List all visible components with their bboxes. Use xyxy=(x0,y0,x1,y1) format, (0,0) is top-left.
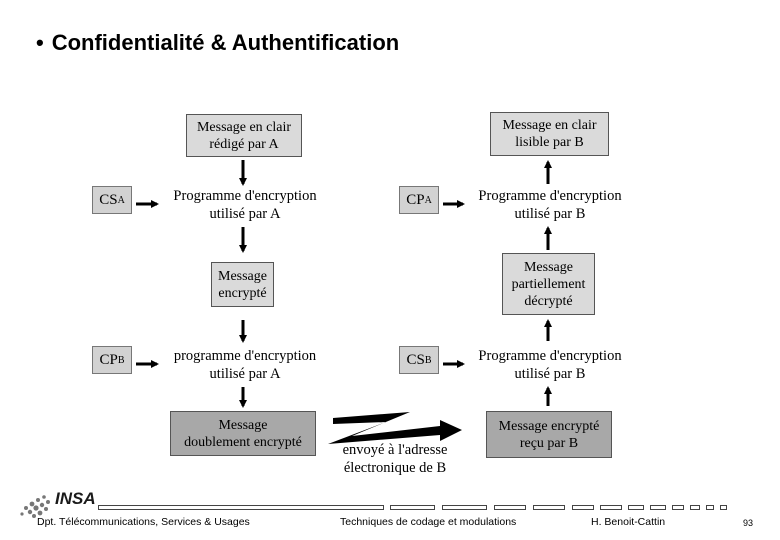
right-message-partiel-box: Message partiellement décrypté xyxy=(502,253,595,315)
left-program-2: programme d'encryption utilisé par A xyxy=(173,348,317,382)
left-program-1: Programme d'encryption utilisé par A xyxy=(173,188,317,222)
footer-bar-12 xyxy=(720,505,727,510)
footer-bar-6 xyxy=(600,505,622,510)
footer-bar-7 xyxy=(628,505,644,510)
footer-course: Techniques de codage et modulations xyxy=(340,516,517,528)
footer-bar-main xyxy=(98,505,384,510)
title-text: Confidentialité & Authentification xyxy=(51,30,400,55)
footer-bar-1 xyxy=(390,505,435,510)
footer-bar-2 xyxy=(442,505,487,510)
right-program-1: Programme d'encryption utilisé par B xyxy=(478,188,622,222)
footer-bar-3 xyxy=(494,505,526,510)
right-message-recu-text: Message encrypté reçu par B xyxy=(498,418,600,451)
left-key-2-main: CP xyxy=(99,351,118,368)
left-message-encrypte-text: Message encrypté xyxy=(218,268,267,301)
right-message-recu-box: Message encrypté reçu par B xyxy=(486,411,612,458)
slide-title: • Confidentialité & Authentification xyxy=(36,30,399,56)
footer-page-number: 93 xyxy=(743,518,754,528)
right-key-1-main: CP xyxy=(406,191,425,208)
right-key-1-sub: A xyxy=(424,194,432,206)
footer-bar-10 xyxy=(690,505,700,510)
transmission-label: envoyé à l'adresse électronique de B xyxy=(342,442,448,476)
left-message-clair-text: Message en clair rédigé par A xyxy=(196,119,292,152)
right-key-2-main: CS xyxy=(406,351,425,368)
footer-bar-11 xyxy=(706,505,714,510)
footer-bar-4 xyxy=(533,505,565,510)
left-message-encrypte-box: Message encrypté xyxy=(211,262,274,307)
left-key-1-sub: A xyxy=(117,194,125,206)
lightning-arrow xyxy=(328,412,462,444)
footer-bar-9 xyxy=(672,505,684,510)
left-key-2-sub: B xyxy=(117,354,125,366)
right-message-clair-box: Message en clair lisible par B xyxy=(490,112,609,156)
left-message-clair-box: Message en clair rédigé par A xyxy=(186,114,302,157)
left-message-double-box: Message doublement encrypté xyxy=(170,411,316,456)
right-message-partiel-text: Message partiellement décrypté xyxy=(511,259,586,309)
right-key-2-sub: B xyxy=(424,354,432,366)
left-key-1-main: CS xyxy=(99,191,118,208)
footer-department: Dpt. Télécommunications, Services & Usag… xyxy=(37,516,250,528)
right-message-clair-text: Message en clair lisible par B xyxy=(502,118,597,150)
insa-logo-icon xyxy=(20,495,50,518)
footer-bar-5 xyxy=(572,505,594,510)
insa-logo-text: INSA xyxy=(55,489,96,508)
title-bullet: • xyxy=(36,30,44,55)
right-program-2: Programme d'encryption utilisé par B xyxy=(478,348,622,382)
footer-bar-8 xyxy=(650,505,666,510)
left-message-double-text: Message doublement encrypté xyxy=(184,417,302,450)
footer-author: H. Benoit-Cattin xyxy=(591,516,666,528)
